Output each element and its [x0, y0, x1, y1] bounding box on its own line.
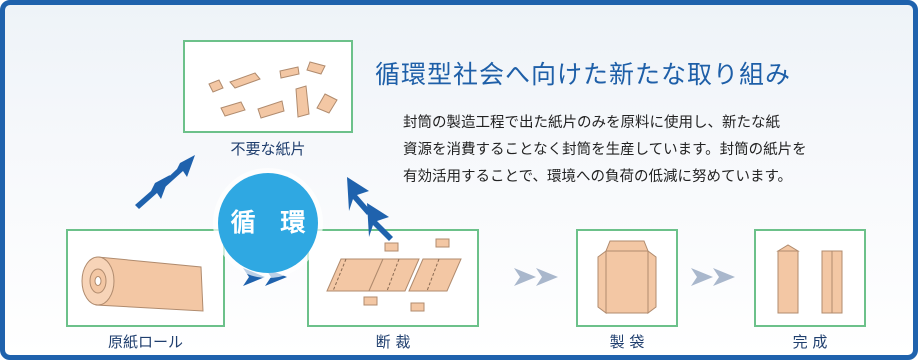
finished-envelopes-illustration: [776, 244, 843, 314]
cutting-box: [307, 229, 479, 327]
arrow-down-left-icon: [135, 155, 195, 209]
arrow-right-icon: [691, 268, 735, 286]
paper-roll-illustration: [81, 256, 204, 312]
scraps-label: 不要な紙片: [230, 140, 306, 158]
cutting-label: 断 裁: [375, 333, 411, 351]
description: 封筒の製造工程で出た紙片のみを原料に使用し、新たな紙 資源を消費することなく封筒…: [403, 110, 893, 191]
arrow-up-right-icon: [347, 177, 393, 241]
paper-scraps-illustration: [208, 61, 338, 119]
paper-roll-label: 原紙ロール: [107, 333, 183, 351]
bag-making-label: 製 袋: [609, 333, 645, 351]
completion-label: 完 成: [792, 333, 828, 351]
completion-box: [754, 229, 866, 327]
die-cut-illustration: [326, 238, 462, 312]
bag-making-box: [576, 229, 678, 327]
page-title: 循環型社会へ向けた新たな取り組み: [375, 60, 792, 89]
flow-arrows: [135, 155, 735, 286]
cycle-badge: 循 環: [218, 173, 318, 273]
description-line: 封筒の製造工程で出た紙片のみを原料に使用し、新たな紙: [403, 115, 780, 131]
cycle-label: 循 環: [230, 208, 314, 237]
description-line: 資源を消費することなく封筒を生産しています。封筒の紙片を: [403, 142, 807, 158]
description-line: 有効活用することで、環境への負荷の低減に努めています。: [403, 169, 793, 185]
paper-roll-box: [66, 229, 225, 327]
arrow-right-icon: [514, 268, 558, 286]
scraps-box: [183, 40, 353, 133]
envelope-open-illustration: [597, 240, 657, 314]
